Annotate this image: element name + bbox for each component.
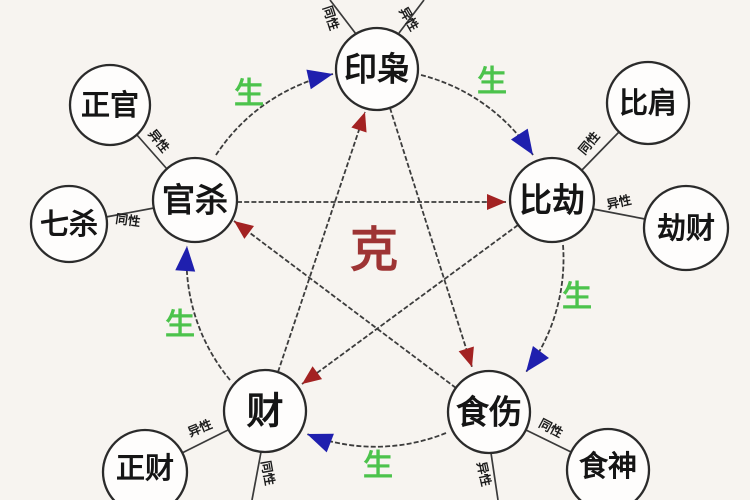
relation-label-shishang-bottom: 异性 bbox=[474, 460, 494, 488]
satellite-nodes: 正官 七杀 比肩 劫财 食神 正财 bbox=[29, 60, 730, 500]
node-zhengcai-label: 正财 bbox=[116, 451, 174, 485]
ke-line-bijie-to-cai bbox=[301, 224, 519, 385]
node-zhengguan-circle bbox=[68, 63, 152, 147]
sheng-arc-shishang-to-cai bbox=[306, 432, 447, 453]
node-qisha-label: 七杀 bbox=[40, 207, 98, 241]
connector-yinxiao-topright bbox=[398, 0, 425, 34]
node-guansha-label: 官杀 bbox=[162, 181, 228, 220]
ke-line-shishang-to-guansha bbox=[233, 220, 457, 389]
relation-label-yinxiao-left: 同性 bbox=[320, 4, 342, 33]
satellite-connectors bbox=[105, 0, 646, 500]
relation-label-jiecai: 异性 bbox=[605, 192, 633, 212]
node-yinxiao-circle bbox=[334, 26, 420, 112]
node-guansha-circle bbox=[151, 156, 239, 244]
node-bijie-label: 比劫 bbox=[519, 181, 585, 220]
sheng-label-topright: 生 bbox=[477, 65, 507, 100]
ke-pentagram-lines bbox=[233, 107, 519, 389]
node-shishen-label: 食神 bbox=[579, 449, 637, 483]
sheng-arc-yinxiao-to-bijie bbox=[420, 74, 534, 156]
ke-line-cai-to-yinxiao bbox=[277, 111, 367, 373]
relation-label-zhengcai: 异性 bbox=[186, 416, 215, 439]
ke-line-yinxiao-to-shishang bbox=[389, 107, 474, 368]
relation-label-zhengguan: 异性 bbox=[145, 127, 173, 156]
connector-qisha-guansha bbox=[105, 207, 155, 218]
node-qisha-circle bbox=[29, 184, 109, 264]
connector-jiecai-bijie bbox=[592, 208, 646, 220]
sheng-arc-guansha-to-yinxiao bbox=[215, 69, 334, 156]
node-bijian-circle bbox=[605, 60, 691, 146]
connector-shishang-bottom bbox=[490, 452, 499, 500]
node-jiecai-label: 劫财 bbox=[657, 211, 715, 245]
node-zhengcai-circle bbox=[101, 428, 189, 500]
connector-zhengcai-cai bbox=[181, 429, 229, 454]
connector-zhengguan-guansha bbox=[136, 134, 168, 170]
node-bijian-label: 比肩 bbox=[619, 86, 677, 120]
node-zhengguan-label: 正官 bbox=[81, 88, 139, 122]
connector-cai-bottom bbox=[251, 451, 262, 500]
relation-label-qisha: 同性 bbox=[115, 211, 142, 229]
sheng-cycle-arcs bbox=[175, 69, 565, 453]
node-cai-label: 财 bbox=[247, 390, 284, 433]
node-bijie-circle bbox=[508, 156, 596, 244]
node-cai-circle bbox=[222, 368, 308, 454]
node-shishang-circle bbox=[446, 369, 532, 455]
node-jiecai-circle bbox=[642, 184, 730, 272]
connector-bijian-bijie bbox=[581, 131, 620, 171]
node-yinxiao-label: 印枭 bbox=[344, 50, 410, 89]
sheng-labels: 生 生 生 生 生 bbox=[165, 65, 592, 484]
sheng-label-topleft: 生 bbox=[234, 77, 264, 112]
relation-label-cai-bottom: 同性 bbox=[258, 459, 277, 487]
connector-yinxiao-topleft bbox=[329, 0, 357, 35]
main-nodes: 印枭 比劫 食伤 财 官杀 bbox=[151, 26, 596, 455]
sheng-label-bottom: 生 bbox=[363, 449, 393, 484]
sheng-label-right: 生 bbox=[562, 280, 592, 315]
connector-shishen-shishang bbox=[525, 429, 572, 453]
sheng-arc-bijie-to-shishang bbox=[525, 244, 565, 373]
node-shishang-label: 食伤 bbox=[456, 393, 522, 432]
node-shishen-circle bbox=[565, 427, 651, 500]
sheng-label-left: 生 bbox=[165, 308, 195, 343]
ke-center-label: 克 bbox=[350, 222, 398, 278]
sheng-arc-cai-to-guansha bbox=[175, 245, 231, 381]
